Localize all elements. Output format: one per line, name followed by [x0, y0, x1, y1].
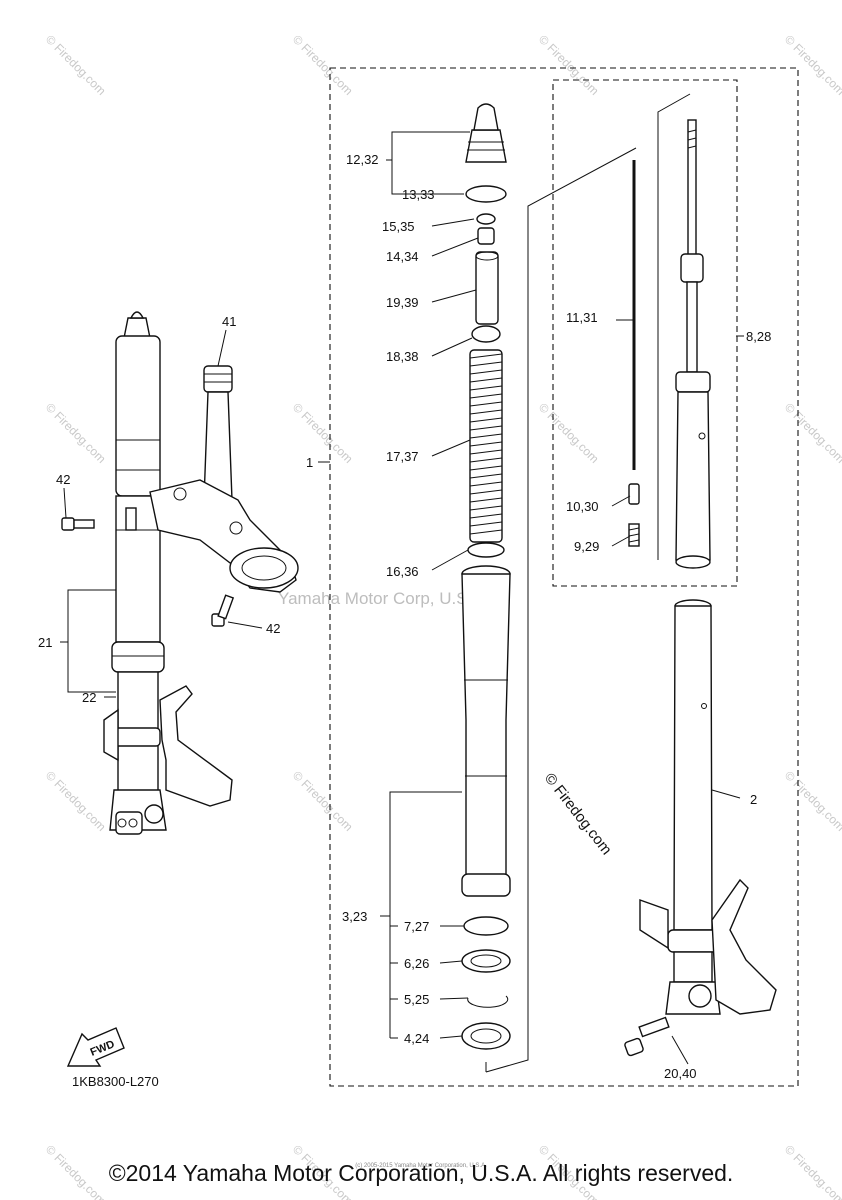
- assembly-guide-line: [485, 147, 637, 1073]
- watermark-top-mid: © Firedog.com: [290, 32, 356, 98]
- left-leader-lines: [60, 329, 263, 698]
- label-10-30: 10,30: [566, 499, 599, 514]
- label-22: 22: [82, 690, 96, 705]
- label-12-32: 12,32: [346, 152, 379, 167]
- watermark-layer: © Firedog.com © Firedog.com © Firedog.co…: [43, 32, 842, 1200]
- small-copyright-notice: (c) 2005-2015 Yamaha Motor Corporation, …: [355, 1163, 487, 1169]
- label-42-bottom: 42: [266, 621, 280, 636]
- watermark-mid-mid: © Firedog.com: [290, 400, 356, 466]
- forward-arrow-icon: FWD: [66, 1027, 125, 1067]
- exploded-main-fork: [461, 103, 511, 1072]
- label-2: 2: [750, 792, 757, 807]
- outer-tube-assembly: [624, 599, 777, 1057]
- damper-subassembly-frame: [552, 79, 738, 587]
- label-13-33: 13,33: [402, 187, 435, 202]
- watermark-mid-left: © Firedog.com: [43, 400, 109, 466]
- diagram-code: 1KB8300-L270: [72, 1074, 159, 1089]
- label-11-31: 11,31: [566, 310, 598, 325]
- watermark-low-mid: © Firedog.com: [290, 768, 356, 834]
- watermark-center: Yamaha Motor Corp, U.S.A.: [278, 589, 488, 608]
- label-9-29: 9,29: [574, 539, 599, 554]
- label-41: 41: [222, 314, 236, 329]
- label-16-36: 16,36: [386, 564, 419, 579]
- firedog-diagonal-watermark: © Firedog.com: [541, 770, 615, 858]
- watermark-mid-far-right: © Firedog.com: [782, 400, 842, 466]
- main-assembly-frame: [329, 67, 799, 1087]
- label-3-23: 3,23: [342, 909, 367, 924]
- watermark-low-left: © Firedog.com: [43, 768, 109, 834]
- watermark-mid-right: © Firedog.com: [536, 400, 602, 466]
- damper-rod-assembly: [628, 119, 711, 569]
- label-6-26: 6,26: [404, 956, 429, 971]
- copyright-footer: ©2014 Yamaha Motor Corporation, U.S.A. A…: [108, 1160, 734, 1186]
- label-15-35: 15,35: [382, 219, 415, 234]
- label-18-38: 18,38: [386, 349, 419, 364]
- label-1: 1: [306, 455, 313, 470]
- label-20-40: 20,40: [664, 1066, 697, 1081]
- label-42-top: 42: [56, 472, 70, 487]
- label-19-39: 19,39: [386, 295, 419, 310]
- part-labels: 12,32 13,33 15,35 14,34 19,39 18,38 17,3…: [38, 152, 771, 1081]
- fork-spring: [469, 349, 503, 543]
- right-leader-lines: [611, 319, 744, 1065]
- watermark-top-left: © Firedog.com: [43, 32, 109, 98]
- label-17-37: 17,37: [386, 449, 419, 464]
- damper-guide-line: [657, 93, 691, 560]
- watermark-top-far-right: © Firedog.com: [782, 32, 842, 98]
- watermark-low-far-right: © Firedog.com: [782, 768, 842, 834]
- label-14-34: 14,34: [386, 249, 419, 264]
- label-7-27: 7,27: [404, 919, 429, 934]
- label-5-25: 5,25: [404, 992, 429, 1007]
- middle-leader-lines: [318, 131, 479, 1039]
- watermark-top-right: © Firedog.com: [536, 32, 602, 98]
- label-8-28: 8,28: [746, 329, 771, 344]
- assembled-fork-illustration: [61, 311, 299, 835]
- label-4-24: 4,24: [404, 1031, 429, 1046]
- label-21: 21: [38, 635, 52, 650]
